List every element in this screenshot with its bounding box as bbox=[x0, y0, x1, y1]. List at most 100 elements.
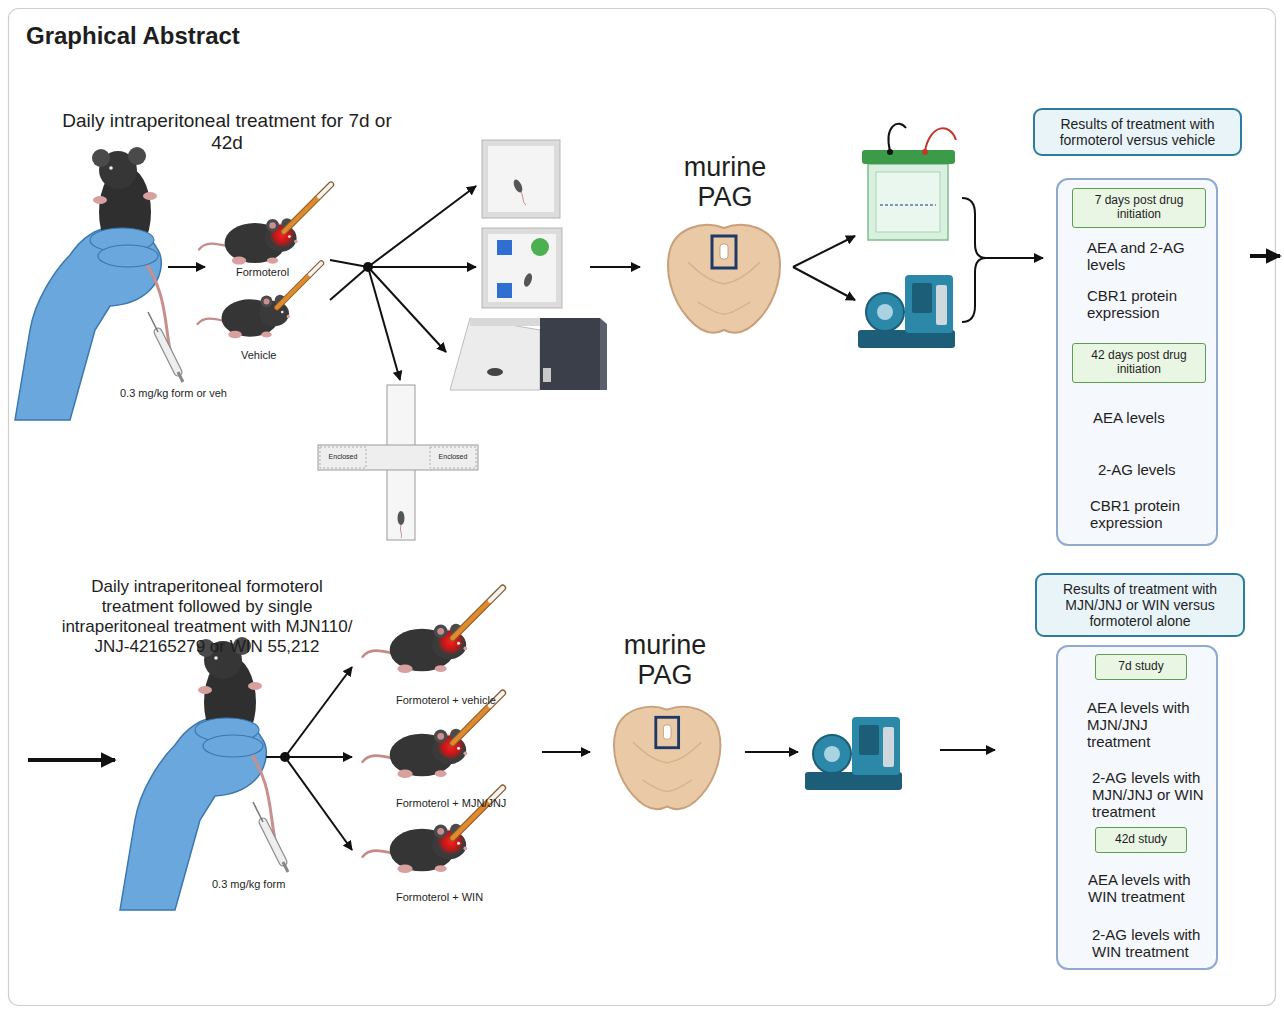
box-text: 7 days post drug initiation bbox=[1079, 194, 1199, 222]
flow-arrow bbox=[986, 257, 1043, 259]
mouse-ear-inner bbox=[264, 299, 270, 305]
mouse-eye bbox=[109, 166, 113, 170]
result-item: AEA and 2-AG levels bbox=[1087, 240, 1212, 274]
syringe-plunger bbox=[283, 862, 288, 872]
bracket bbox=[962, 198, 986, 322]
mouse-ear bbox=[434, 625, 448, 639]
timepoint-box: 42d study bbox=[1095, 827, 1187, 853]
aqueduct bbox=[663, 725, 671, 739]
pipette bbox=[277, 275, 310, 308]
mouse-leg bbox=[198, 686, 212, 694]
mouse-figure bbox=[522, 272, 533, 288]
flow-arrow bbox=[285, 667, 352, 757]
flow-arrow bbox=[368, 186, 476, 267]
gloved-hand bbox=[15, 147, 183, 420]
light-compartment bbox=[450, 318, 540, 390]
electrode bbox=[922, 149, 928, 155]
mouse-leg bbox=[232, 257, 246, 265]
brain-fold bbox=[643, 780, 692, 791]
syringe-outline bbox=[158, 332, 178, 372]
mouse-tail bbox=[140, 255, 178, 372]
maze-enclosed-wall bbox=[320, 447, 366, 468]
mouse-leg bbox=[435, 770, 447, 777]
mouse-leg bbox=[228, 331, 242, 339]
mouse-figure bbox=[363, 588, 503, 673]
mouse-leg bbox=[435, 665, 447, 672]
arena-floor bbox=[488, 146, 554, 212]
dark-compartment bbox=[540, 318, 600, 390]
result-item: AEA levels bbox=[1093, 410, 1213, 427]
mouse-leg bbox=[261, 332, 272, 338]
syringe-barrel bbox=[263, 822, 283, 862]
instrument-unit bbox=[866, 293, 904, 331]
instrument-body bbox=[852, 717, 900, 775]
result-item: 2-AG levels with MJN/JNJ or WIN treatmen… bbox=[1092, 770, 1214, 821]
box-text: 7d study bbox=[1102, 660, 1180, 674]
pipette-outline bbox=[284, 185, 331, 232]
flow-arrow bbox=[168, 266, 205, 268]
mouse-tail bbox=[363, 651, 394, 657]
pipette-tip bbox=[490, 588, 503, 601]
result-item: CBR1 protein expression bbox=[1087, 288, 1212, 322]
branch-line bbox=[330, 260, 368, 267]
mouse-figure bbox=[487, 368, 503, 376]
mouse-leg bbox=[397, 769, 412, 778]
flow-arrow bbox=[368, 266, 476, 268]
pipette bbox=[453, 601, 490, 638]
instrument-body bbox=[905, 275, 953, 333]
pag-region bbox=[712, 236, 736, 268]
dose-label: 0.3 mg/kg form or veh bbox=[120, 387, 227, 400]
box-text: 42d study bbox=[1102, 833, 1180, 847]
mouse-figure bbox=[198, 263, 322, 338]
pipette bbox=[453, 706, 490, 743]
flow-arrow bbox=[940, 749, 995, 751]
brain-slice bbox=[668, 225, 780, 333]
brain-fold bbox=[698, 302, 750, 314]
flow-arrow bbox=[368, 267, 400, 380]
compartment-wall bbox=[470, 318, 540, 326]
mouse-figure bbox=[363, 693, 503, 778]
syringe-outline bbox=[263, 822, 283, 862]
syringe-plunger bbox=[178, 372, 183, 382]
mouse-leg bbox=[435, 865, 447, 872]
pipette-tip bbox=[319, 185, 331, 197]
tank-lid bbox=[862, 150, 955, 164]
mouse-figure bbox=[199, 185, 331, 265]
electrode-wire bbox=[889, 124, 906, 151]
mouse-eye bbox=[457, 642, 460, 645]
mouse-eye bbox=[281, 311, 284, 314]
flow-arrow bbox=[28, 758, 115, 762]
object-square bbox=[497, 283, 512, 298]
instruction-text: Daily intraperitoneal formoterol treatme… bbox=[57, 577, 357, 657]
glove-finger bbox=[98, 245, 158, 267]
mouse-ear bbox=[261, 296, 273, 308]
result-item: AEA levels with WIN treatment bbox=[1088, 872, 1213, 906]
aqueduct bbox=[720, 244, 728, 259]
open-field-arena bbox=[482, 140, 560, 218]
mouse-ear bbox=[434, 825, 448, 839]
mouse-nose bbox=[463, 846, 467, 850]
instrument-column bbox=[883, 727, 894, 767]
mouse-ear-inner bbox=[269, 222, 275, 228]
group-label: Formoterol + WIN bbox=[396, 891, 483, 904]
flow-arrow bbox=[542, 751, 590, 753]
box-text: 42 days post drug initiation bbox=[1079, 349, 1199, 377]
mouse-ear-inner bbox=[437, 733, 444, 740]
electrode-wire bbox=[925, 128, 956, 151]
group-label: Formoterol + MJN/JNJ bbox=[396, 797, 506, 810]
mouse-figure bbox=[512, 178, 524, 194]
mouse-leg bbox=[143, 192, 157, 200]
dark-compartment-side bbox=[600, 318, 607, 390]
mouse-figure bbox=[398, 511, 405, 525]
result-item: CBR1 protein expression bbox=[1090, 498, 1215, 532]
timepoint-box: 7 days post drug initiation bbox=[1072, 188, 1206, 228]
mouse-nose bbox=[287, 315, 290, 318]
object-circle bbox=[531, 238, 549, 256]
flow-arrow bbox=[745, 751, 798, 753]
flow-arrow bbox=[285, 756, 352, 758]
result-panel: 7d study42d studyAEA levels with MJN/JNJ… bbox=[1056, 645, 1218, 970]
mouse-ear bbox=[92, 149, 110, 167]
region-label: murine PAG bbox=[610, 630, 720, 690]
result-header: Results of treatment with MJN/JNJ or WIN… bbox=[1035, 573, 1245, 637]
